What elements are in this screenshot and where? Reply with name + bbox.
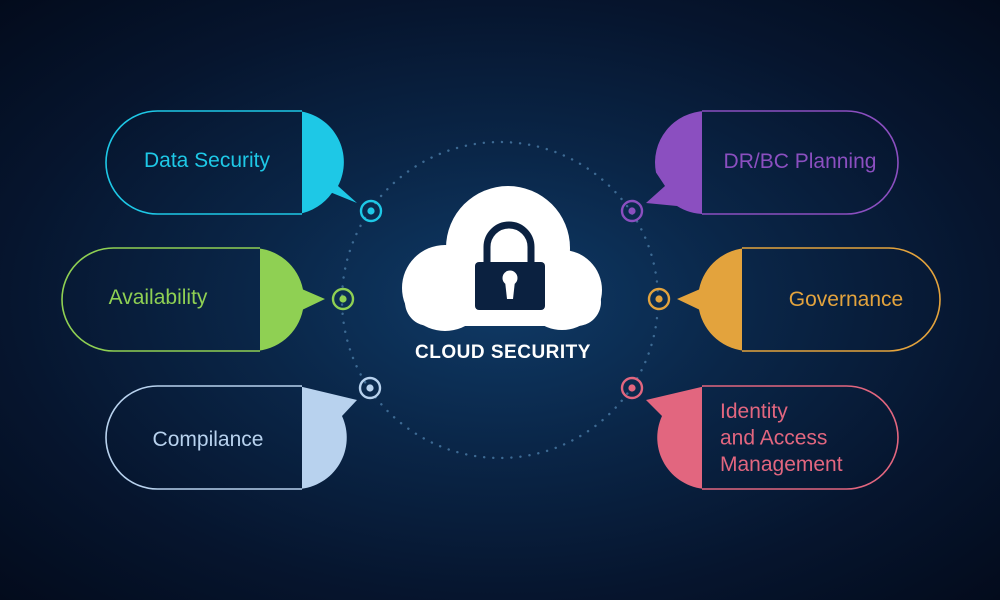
pill-label-line: Data Security — [144, 149, 271, 172]
pill-outline — [61, 247, 260, 352]
pill-availability: Availability — [61, 247, 355, 352]
pill-label: DR/BC Planning — [724, 150, 877, 173]
ring-marker-icon — [647, 287, 671, 311]
center-label: CLOUD SECURITY — [415, 342, 591, 363]
pill-label-line: Governance — [789, 288, 903, 311]
ring-marker-icon — [620, 199, 644, 223]
pill-tab — [677, 248, 749, 351]
pill-tab — [298, 386, 357, 489]
pill-dr-bc-planning: DR/BC Planning — [620, 110, 899, 223]
pill-outline — [702, 385, 899, 490]
pill-label: Compilance — [153, 428, 264, 451]
pill-label-line: Management — [720, 453, 843, 476]
lock-shackle — [483, 221, 535, 263]
pill-outline — [742, 247, 941, 352]
pill-tab — [646, 111, 706, 215]
pill-outline — [702, 110, 899, 215]
pill-label-line: Identity — [720, 400, 788, 423]
ring-marker-icon — [331, 287, 355, 311]
pill-tab — [298, 111, 357, 214]
ring-marker-icon — [620, 376, 644, 400]
pill-label: Governance — [789, 288, 903, 311]
pill-label: Availability — [109, 286, 208, 309]
ring-marker-icon — [359, 199, 383, 223]
pill-label-line: Availability — [109, 286, 208, 309]
cloud-lock-icon — [402, 186, 602, 331]
pill-label: Data Security — [144, 149, 271, 172]
pill-label-line: Compilance — [153, 428, 264, 451]
pill-tab — [646, 386, 706, 489]
pill-outline — [105, 110, 302, 215]
pill-label-line: DR/BC Planning — [724, 150, 877, 173]
pill-governance: Governance — [647, 247, 941, 352]
pill-tab — [253, 248, 325, 351]
pill-compilance: Compilance — [105, 376, 382, 490]
pill-outline — [105, 385, 302, 490]
pill-label-line: and Access — [720, 426, 827, 449]
ring-marker-icon — [358, 376, 382, 400]
pill-data-security: Data Security — [105, 110, 383, 223]
